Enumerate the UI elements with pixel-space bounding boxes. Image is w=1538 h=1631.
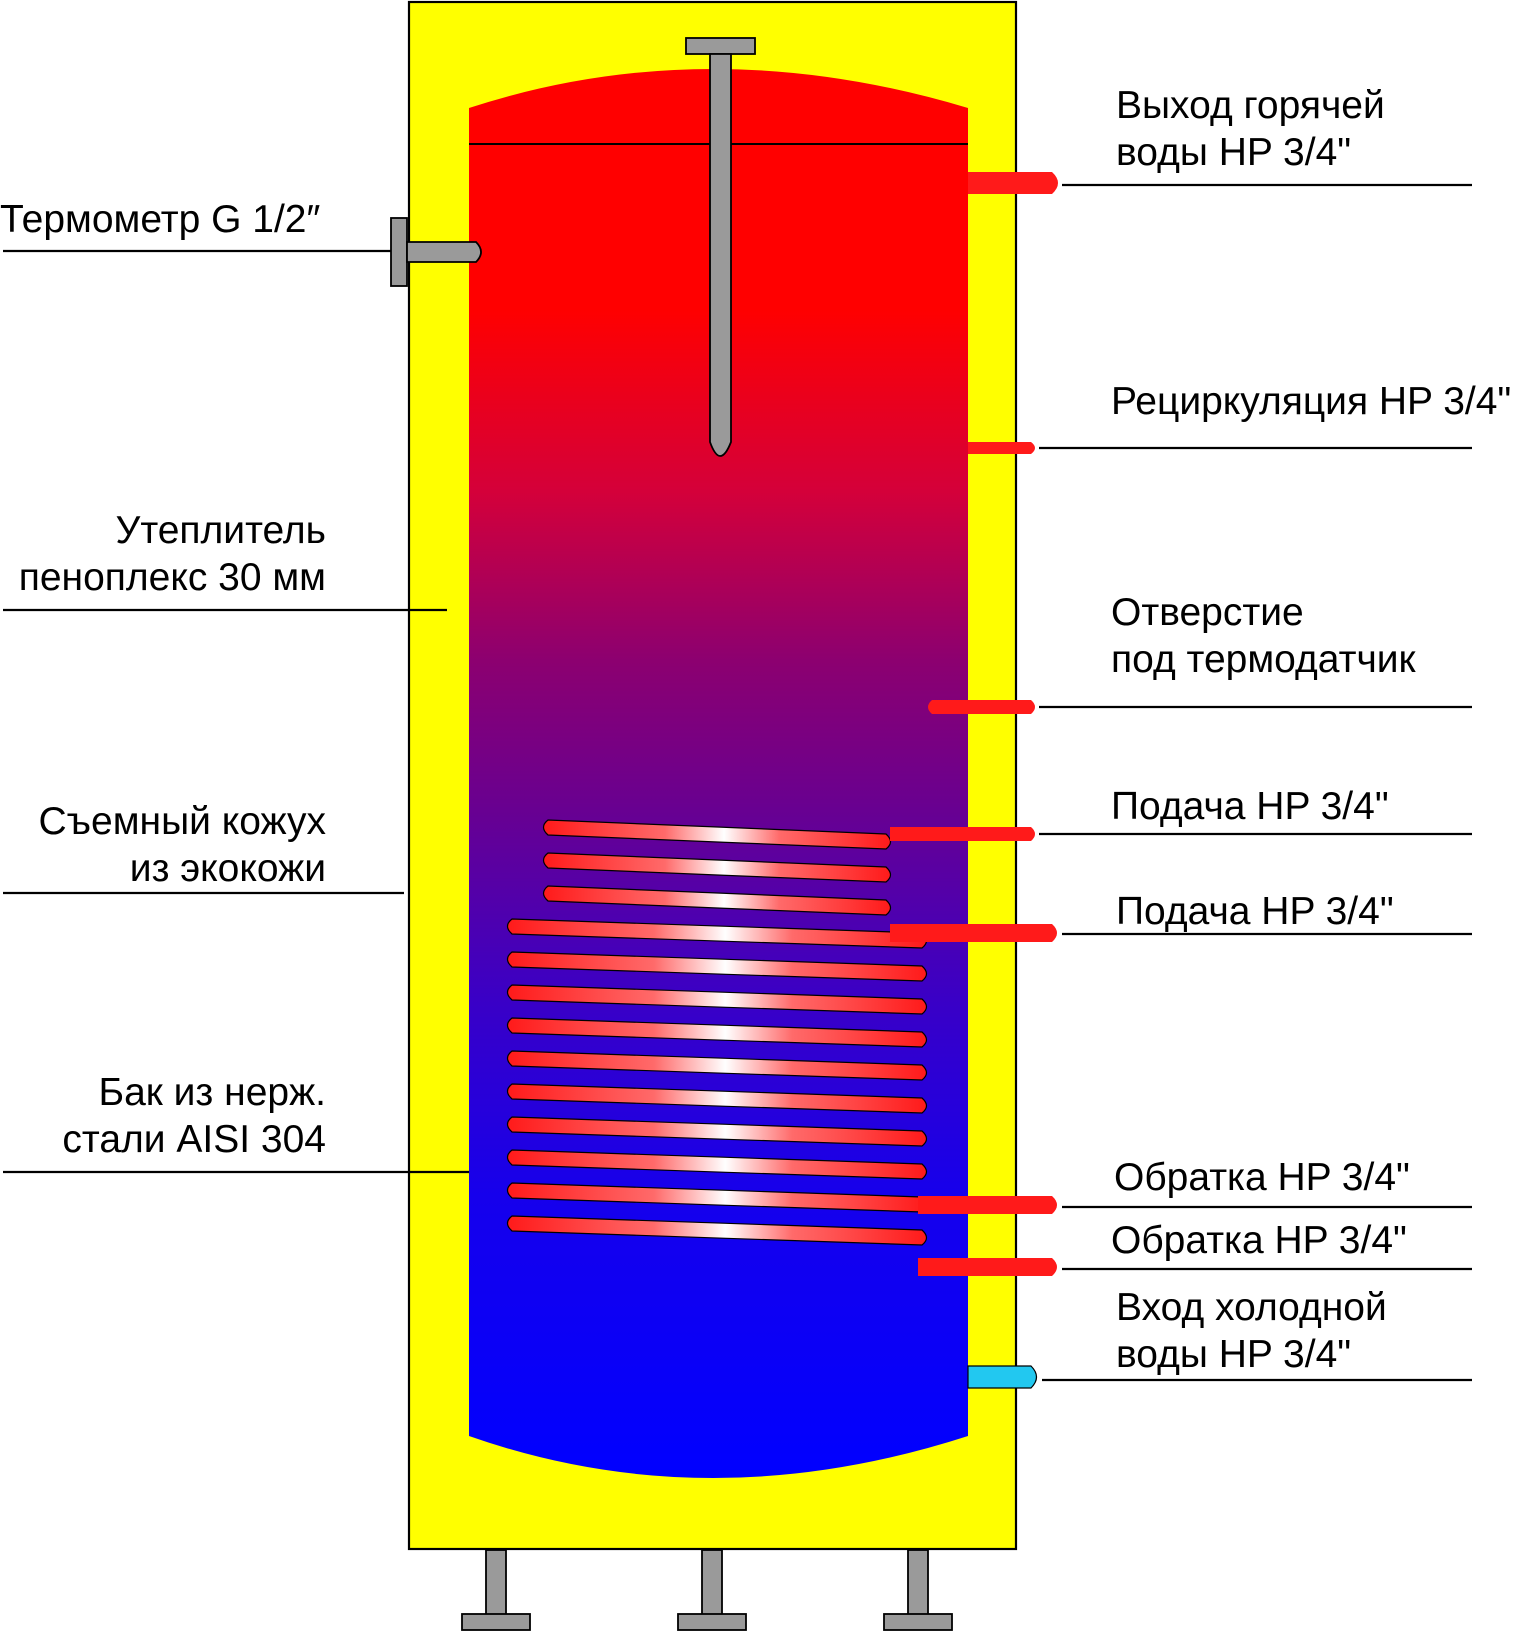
return-pipe-1 bbox=[918, 1196, 1057, 1214]
supply-pipe-1 bbox=[890, 827, 1035, 841]
label-tank-line1: Бак из нерж. bbox=[98, 1071, 326, 1114]
thermometer-sleeve bbox=[406, 241, 482, 263]
return-pipe-2 bbox=[918, 1258, 1057, 1276]
sensor-sleeve bbox=[928, 700, 1035, 714]
label-thermometer: Термометр G 1/2″ bbox=[0, 198, 320, 241]
thermometer-flange bbox=[390, 217, 408, 287]
label-recirculation: Рециркуляция HP 3/4" bbox=[1111, 380, 1511, 423]
foot-left-post bbox=[485, 1549, 507, 1617]
hot-out-pipe bbox=[968, 172, 1058, 194]
coil-turn bbox=[506, 1215, 928, 1246]
label-return-1: Обратка HP 3/4" bbox=[1114, 1156, 1410, 1199]
recirculation-pipe bbox=[968, 442, 1035, 454]
coil-turn bbox=[506, 1050, 928, 1081]
label-cold-in-line1: Вход холодной bbox=[1116, 1286, 1387, 1329]
label-casing-line2: из экокожи bbox=[130, 847, 326, 890]
coil-turn bbox=[506, 1017, 928, 1048]
label-insulation-line1: Утеплитель bbox=[116, 509, 326, 552]
foot-left-base bbox=[461, 1613, 531, 1631]
label-supply-2: Подача HP 3/4" bbox=[1116, 890, 1394, 933]
foot-right-base bbox=[883, 1613, 953, 1631]
cold-in-pipe bbox=[967, 1365, 1038, 1389]
coil-turn bbox=[506, 984, 928, 1015]
anode-rod bbox=[709, 53, 732, 457]
label-hot-out-line2: воды HP 3/4" bbox=[1116, 131, 1351, 174]
label-hot-out-line1: Выход горячей bbox=[1116, 84, 1385, 127]
foot-middle-post bbox=[701, 1549, 723, 1617]
label-sensor-line1: Отверстие bbox=[1111, 591, 1304, 634]
label-supply-1: Подача HP 3/4" bbox=[1111, 785, 1389, 828]
coil-turn bbox=[506, 951, 928, 982]
coil-turn bbox=[542, 885, 892, 916]
coil-turn bbox=[506, 1116, 928, 1147]
label-return-2: Обратка HP 3/4" bbox=[1111, 1219, 1407, 1262]
connection-pipes bbox=[890, 172, 1058, 1389]
foot-right-post bbox=[907, 1549, 929, 1617]
label-casing-line1: Съемный кожух bbox=[38, 800, 326, 843]
coil-turn bbox=[506, 1083, 928, 1114]
foot-middle-base bbox=[677, 1613, 747, 1631]
leader-lines bbox=[3, 183, 1472, 1382]
heat-exchanger-coil bbox=[506, 819, 928, 1246]
label-tank-line2: стали AISI 304 bbox=[62, 1118, 326, 1161]
coil-turn bbox=[542, 852, 892, 883]
coil-turn bbox=[506, 1149, 928, 1180]
supply-pipe-2 bbox=[890, 924, 1057, 942]
label-sensor-line2: под термодатчик bbox=[1111, 638, 1417, 681]
label-cold-in-line2: воды HP 3/4" bbox=[1116, 1333, 1351, 1376]
label-insulation-line2: пеноплекс 30 мм bbox=[19, 556, 326, 599]
coil-turn bbox=[542, 819, 892, 850]
tank-feet bbox=[461, 1549, 953, 1631]
anode-cap bbox=[685, 37, 756, 55]
